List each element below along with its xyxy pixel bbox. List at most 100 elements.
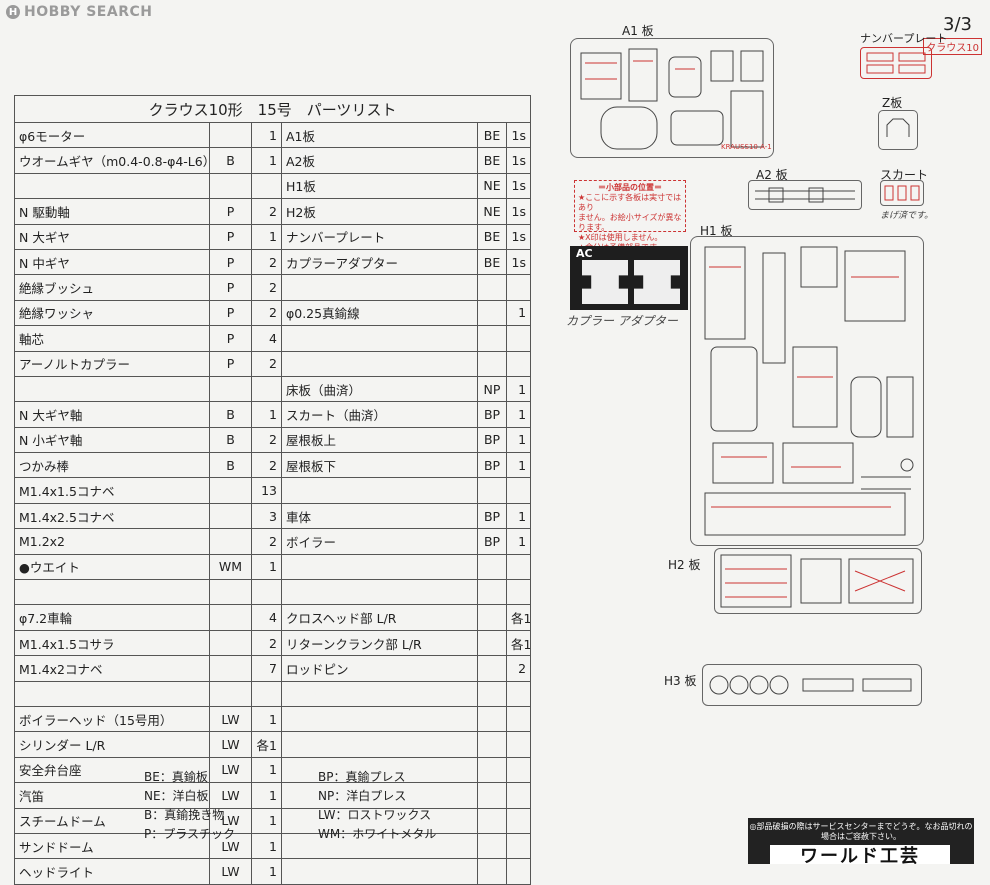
part-name: 屋根板下 (281, 452, 478, 479)
quantity: 1 (251, 401, 282, 428)
part-name (281, 705, 478, 733)
skirt-drawing (884, 185, 920, 201)
quantity: 1 (505, 452, 532, 479)
part-name: 軸芯 (14, 325, 210, 352)
sheet-a2-drawing (755, 187, 855, 203)
part-name (14, 375, 210, 403)
service-center-note: ◎部品破損の際はサービスセンターまでどうぞ。なお品切れの場合はご容赦下さい。 (749, 822, 973, 841)
quantity (505, 705, 532, 733)
part-name: クロスヘッド部 L/R (281, 604, 478, 631)
quantity: 13 (251, 477, 282, 504)
quantity (251, 375, 282, 403)
quantity: 各1 (505, 629, 532, 657)
part-name: カプラーアダプター (281, 248, 478, 276)
part-name (281, 350, 478, 377)
number-plate-drawing (866, 52, 926, 74)
part-name (281, 325, 478, 352)
quantity (505, 756, 532, 784)
material-code: B (209, 426, 252, 454)
sheet-a2-label: A2 板 (756, 168, 788, 182)
legend-entry: P：プラスチック (144, 827, 235, 841)
legend-entry: WM：ホワイトメタル (318, 827, 437, 841)
material-code: P (209, 198, 252, 225)
material-code (477, 655, 507, 682)
skirt-part (880, 180, 924, 206)
quantity: 7 (251, 655, 282, 682)
legend-entry: NP：洋白プレス (318, 789, 407, 803)
part-name: N 大ギヤ軸 (14, 401, 210, 428)
part-name (281, 579, 478, 606)
sheet-h3-label: H3 板 (664, 674, 697, 688)
quantity: 2 (505, 655, 532, 682)
coupler-adapter-slot (634, 260, 680, 304)
quantity: 2 (251, 629, 282, 657)
coupler-adapter-slot (582, 260, 628, 304)
material-code (209, 121, 252, 149)
quantity: 1 (251, 223, 282, 250)
quantity: 2 (251, 198, 282, 225)
part-name (281, 731, 478, 758)
material-code: B (209, 452, 252, 479)
quantity: 1s (505, 121, 532, 149)
legend-entry: NE：洋白板 (144, 789, 209, 803)
material-code: LW (209, 731, 252, 758)
material-code: LW (209, 705, 252, 733)
material-code: B (209, 401, 252, 428)
quantity (505, 807, 532, 834)
part-name (14, 172, 210, 200)
part-name: ロッドピン (281, 655, 478, 682)
material-code (209, 680, 252, 707)
part-name: N 中ギヤ (14, 248, 210, 276)
material-code (209, 579, 252, 606)
legend-entry: BE：真鍮板 (144, 770, 208, 784)
quantity (505, 274, 532, 301)
quantity: 1s (505, 248, 532, 276)
material-code: B (209, 147, 252, 174)
quantity: 4 (251, 604, 282, 631)
skirt-handwritten-note: まげ済です。 (880, 211, 934, 221)
sheet-a1-marking: KRAUSS10 A-1 (721, 143, 772, 151)
material-code (477, 782, 507, 809)
material-code: P (209, 248, 252, 276)
quantity: 1 (505, 375, 532, 403)
part-name: リターンクランク部 L/R (281, 629, 478, 657)
coupler-adapter-ac-part: AC (570, 246, 688, 310)
notice-line: ★ここに示す各板は実寸ではあり (578, 193, 682, 212)
hobby-search-logo-icon: H (6, 5, 20, 19)
part-name (14, 579, 210, 606)
material-code (477, 350, 507, 377)
part-name: ボイラーヘッド（15号用） (14, 705, 210, 733)
notice-title: ＝小部品の位置＝ (598, 183, 662, 192)
small-parts-notice: ＝小部品の位置＝ ★ここに示す各板は実寸ではあり ません。お絵小サイズが異なりま… (574, 180, 686, 252)
part-name: H1板 (281, 172, 478, 200)
coupler-adapter-handwritten-note: カプラー アダプター (566, 314, 678, 328)
sheet-h1-parts-drawing (704, 246, 914, 536)
quantity: 1s (505, 147, 532, 174)
material-code (477, 477, 507, 504)
sheet-z-drawing (886, 118, 910, 137)
material-code: BP (477, 452, 507, 479)
part-name: ヘッドライト (14, 858, 210, 885)
material-code (209, 502, 252, 530)
part-name: ウオームギヤ（m0.4-0.8-φ4-L6） (14, 147, 210, 174)
quantity: 1 (505, 502, 532, 530)
material-code (477, 299, 507, 327)
quantity (251, 172, 282, 200)
sheet-h3-drawing (709, 675, 912, 695)
material-code (209, 375, 252, 403)
material-code: LW (209, 858, 252, 885)
quantity: 2 (251, 350, 282, 377)
quantity (505, 553, 532, 581)
material-code: P (209, 299, 252, 327)
material-code: BP (477, 528, 507, 555)
